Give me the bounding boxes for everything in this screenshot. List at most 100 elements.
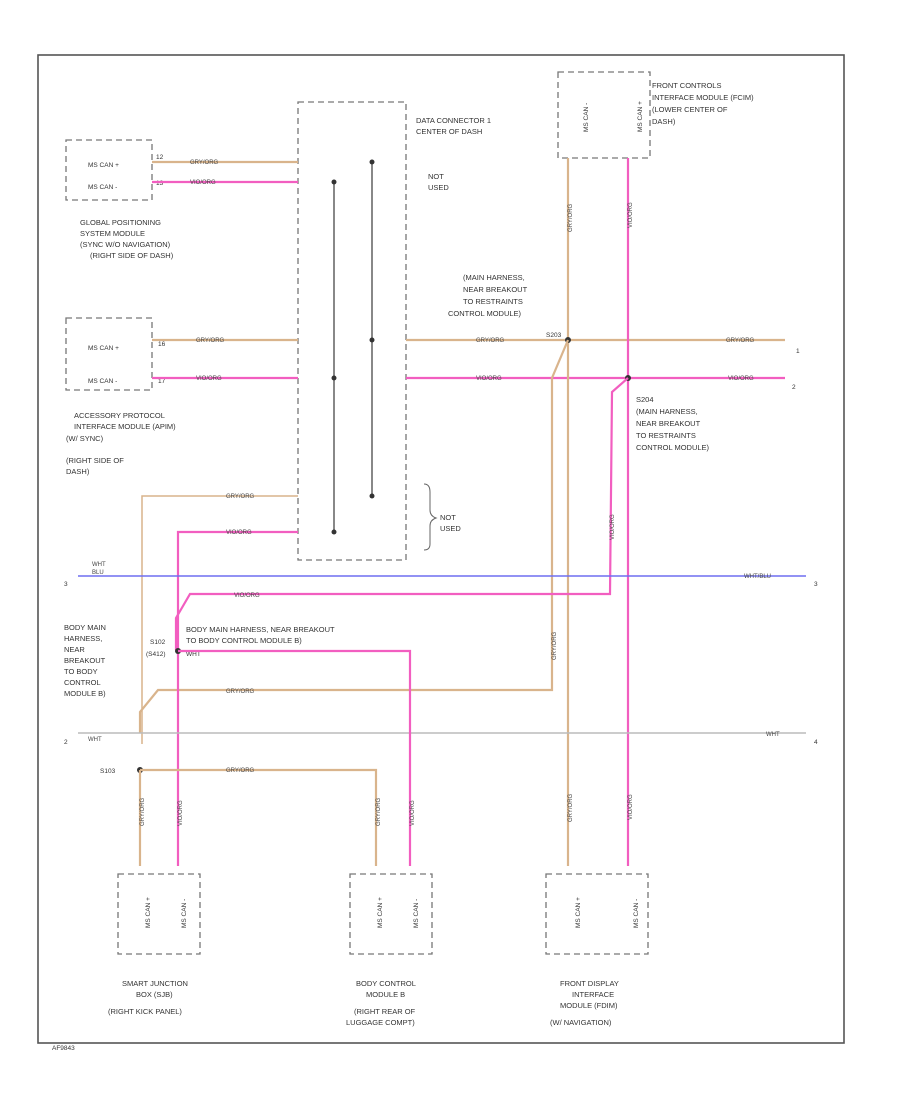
data-connector-title: DATA CONNECTOR 1 CENTER OF DASH	[416, 116, 491, 136]
svg-text:CONTROL: CONTROL	[64, 678, 101, 687]
bcm-module-box	[349, 873, 433, 955]
fdim-pin-can-plus: MS CAN +	[575, 897, 582, 928]
page-ref-3-left: 3	[64, 581, 68, 588]
svg-text:LUGGAGE COMPT): LUGGAGE COMPT)	[346, 1018, 415, 1027]
wire-connector-lower-vio	[176, 530, 298, 866]
svg-text:DATA CONNECTOR 1: DATA CONNECTOR 1	[416, 116, 491, 125]
fdim-module-box	[545, 873, 649, 955]
page-ref-2-left: 2	[64, 739, 68, 746]
wire-label: GRY/ORG	[196, 338, 225, 344]
gps-module-label: GLOBAL POSITIONING SYSTEM MODULE (SYNC W…	[80, 218, 174, 260]
fcim-pin-can-plus: MS CAN +	[637, 101, 644, 132]
data-connector-box	[297, 101, 407, 561]
apim-pin-can-minus: MS CAN -	[88, 378, 117, 385]
splice-s203-label: (MAIN HARNESS, NEAR BREAKOUT TO RESTRAIN…	[448, 273, 562, 339]
svg-text:FRONT CONTROLS: FRONT CONTROLS	[652, 81, 721, 90]
wire-label: GRY/ORG	[568, 793, 574, 822]
wire-label: WHT	[92, 562, 106, 568]
apim-pin-number: 16	[158, 341, 166, 348]
sjb-pin-can-plus: MS CAN +	[145, 897, 152, 928]
wire-label: VIO/ORG	[610, 514, 616, 540]
svg-text:(W/ NAVIGATION): (W/ NAVIGATION)	[550, 1018, 612, 1027]
wire-label: WHT	[766, 732, 780, 738]
svg-text:(RIGHT SIDE OF: (RIGHT SIDE OF	[66, 456, 124, 465]
sjb-pin-can-minus: MS CAN -	[181, 899, 188, 928]
svg-text:FRONT DISPLAY: FRONT DISPLAY	[560, 979, 619, 988]
gps-pin-number: 12	[156, 154, 164, 161]
wire-label: GRY/ORG	[190, 160, 219, 166]
svg-text:NOT: NOT	[440, 513, 456, 522]
gps-pin-can-plus: MS CAN +	[88, 162, 119, 169]
svg-text:NOT: NOT	[428, 172, 444, 181]
not-used-bottom-label: NOT USED	[423, 483, 461, 551]
svg-text:BODY MAIN HARNESS, NEAR BREAKO: BODY MAIN HARNESS, NEAR BREAKOUT	[186, 625, 335, 634]
svg-text:S204: S204	[636, 395, 654, 404]
svg-text:CONTROL MODULE): CONTROL MODULE)	[636, 443, 710, 452]
svg-text:NEAR BREAKOUT: NEAR BREAKOUT	[636, 419, 701, 428]
fcim-pin-can-minus: MS CAN -	[583, 103, 590, 132]
svg-text:SYSTEM MODULE: SYSTEM MODULE	[80, 229, 145, 238]
apim-module-box	[65, 317, 153, 391]
svg-text:(S412): (S412)	[146, 651, 166, 658]
page-ref-1: 1	[796, 348, 800, 355]
svg-text:BOX (SJB): BOX (SJB)	[136, 990, 173, 999]
wire-label: GRY/ORG	[568, 203, 574, 232]
svg-text:(MAIN HARNESS,: (MAIN HARNESS,	[636, 407, 698, 416]
page-ref-2: 2	[792, 384, 796, 391]
svg-text:DASH): DASH)	[652, 117, 676, 126]
wire-label: GRY/ORG	[552, 631, 558, 660]
gps-pin-can-minus: MS CAN -	[88, 184, 117, 191]
svg-text:INTERFACE MODULE (FCIM): INTERFACE MODULE (FCIM)	[652, 93, 754, 102]
page-ref-4-right: 4	[814, 739, 818, 746]
sjb-module-label: SMART JUNCTION BOX (SJB) (RIGHT KICK PAN…	[108, 979, 188, 1016]
wire-label: VIO/ORG	[226, 530, 252, 536]
wire-bcm-can-minus	[178, 649, 412, 866]
wire-label: VIO/ORG	[628, 794, 634, 820]
svg-text:USED: USED	[440, 524, 461, 533]
not-used-top-label: NOT USED	[428, 172, 449, 192]
wire-label: VIO/ORG	[476, 376, 502, 382]
wire-label: GRY/ORG	[226, 768, 255, 774]
svg-text:BREAKOUT: BREAKOUT	[64, 656, 106, 665]
svg-text:MODULE (FDIM): MODULE (FDIM)	[560, 1001, 618, 1010]
svg-text:TO BODY CONTROL MODULE B): TO BODY CONTROL MODULE B)	[186, 636, 302, 645]
svg-text:WHT: WHT	[186, 651, 201, 658]
bcm-pin-can-minus: MS CAN -	[413, 899, 420, 928]
svg-text:BODY MAIN: BODY MAIN	[64, 623, 106, 632]
splice-body-upper-label: BODY MAIN HARNESS, NEAR BREAKOUT TO BODY…	[146, 625, 335, 658]
sjb-module-box	[117, 873, 201, 955]
svg-text:(RIGHT SIDE OF DASH): (RIGHT SIDE OF DASH)	[90, 251, 174, 260]
svg-text:GLOBAL POSITIONING: GLOBAL POSITIONING	[80, 218, 161, 227]
wire-label: GRY/ORG	[226, 689, 255, 695]
wire-s204-branch	[174, 377, 629, 650]
apim-pin-number: 17	[158, 378, 166, 385]
wire-label: WHT/BLU	[744, 574, 771, 580]
wire-label: GRY/ORG	[476, 338, 505, 344]
svg-text:S203: S203	[546, 332, 562, 339]
wire-label: VIO/ORG	[190, 180, 216, 186]
svg-text:SMART JUNCTION: SMART JUNCTION	[122, 979, 188, 988]
wire-label: VIO/ORG	[628, 202, 634, 228]
bcm-pin-can-plus: MS CAN +	[377, 897, 384, 928]
fdim-pin-can-minus: MS CAN -	[633, 899, 640, 928]
wire-label: GRY/ORG	[726, 338, 755, 344]
wire-connector-lower-gy	[141, 495, 298, 744]
wire-s203-branch	[138, 339, 570, 733]
svg-text:MODULE B: MODULE B	[366, 990, 405, 999]
bcm-module-label: BODY CONTROL MODULE B (RIGHT REAR OF LUG…	[346, 979, 416, 1027]
svg-text:BODY CONTROL: BODY CONTROL	[356, 979, 416, 988]
gps-module-box	[65, 139, 153, 201]
fcim-module-label: FRONT CONTROLS INTERFACE MODULE (FCIM) (…	[652, 81, 754, 126]
svg-text:CENTER OF DASH: CENTER OF DASH	[416, 127, 482, 136]
wire-label: VIO/ORG	[196, 376, 222, 382]
svg-text:TO RESTRAINTS: TO RESTRAINTS	[463, 297, 523, 306]
svg-text:(SYNC W/O NAVIGATION): (SYNC W/O NAVIGATION)	[80, 240, 171, 249]
page-ref-3-right: 3	[814, 581, 818, 588]
svg-text:DASH): DASH)	[66, 467, 90, 476]
splice-s204-label: S204 (MAIN HARNESS, NEAR BREAKOUT TO RES…	[636, 395, 710, 452]
wire-bcm-can-plus	[140, 768, 378, 866]
splice-body-lower-label: BODY MAIN HARNESS, NEAR BREAKOUT TO BODY…	[64, 623, 116, 775]
apim-module-label: ACCESSORY PROTOCOL INTERFACE MODULE (API…	[66, 411, 176, 476]
diagram-frame	[37, 54, 845, 1044]
